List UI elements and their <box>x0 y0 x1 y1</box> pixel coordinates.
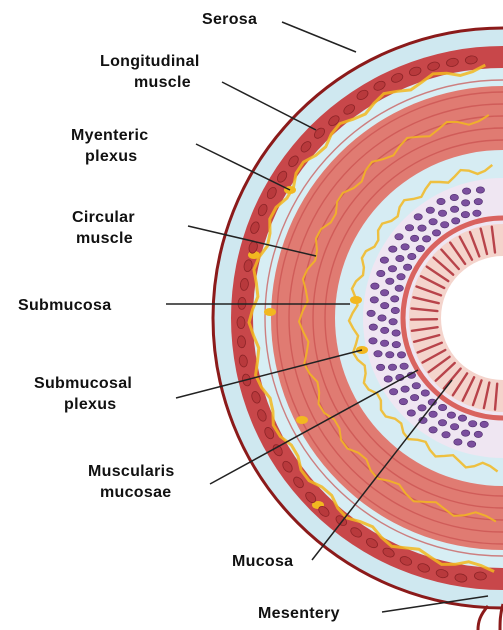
gland <box>426 207 434 213</box>
gland <box>400 363 408 369</box>
gland <box>386 278 394 284</box>
gland <box>378 315 386 321</box>
label-submucosal-1: Submucosal <box>34 375 132 392</box>
gland <box>376 364 384 370</box>
gland <box>391 296 399 302</box>
gland <box>397 274 405 280</box>
gland <box>418 225 426 231</box>
gland <box>389 389 397 395</box>
gland <box>461 430 469 436</box>
gland <box>395 234 403 240</box>
gland <box>452 218 460 224</box>
gland <box>386 352 394 358</box>
gland <box>389 246 397 252</box>
gland <box>421 390 429 396</box>
gland <box>396 255 404 261</box>
gland <box>410 394 418 400</box>
gland <box>410 235 418 241</box>
gland <box>391 307 399 313</box>
gland <box>381 327 389 333</box>
gland <box>442 432 450 438</box>
label-submucosa: Submucosa <box>18 297 111 314</box>
gland <box>429 219 437 225</box>
gland <box>462 188 470 194</box>
gland <box>467 441 475 447</box>
gland <box>450 206 458 212</box>
gland <box>374 351 382 357</box>
plexus-node <box>350 296 362 304</box>
gland <box>461 200 469 206</box>
label-muscularis-1: Muscularis <box>88 463 175 480</box>
label-circular-1: Circular <box>72 209 135 226</box>
gland <box>405 225 413 231</box>
plexus-node <box>264 308 276 316</box>
gland <box>370 297 378 303</box>
gland <box>438 404 446 410</box>
gland <box>407 410 415 416</box>
label-longitudinal-1: Longitudinal <box>100 53 200 70</box>
gland <box>458 415 466 421</box>
gland <box>403 264 411 270</box>
gland <box>388 266 396 272</box>
gland <box>447 412 455 418</box>
gland <box>429 411 437 417</box>
label-submucosal-2: plexus <box>64 396 117 413</box>
gland <box>474 198 482 204</box>
gland <box>371 283 379 289</box>
gland <box>395 285 403 291</box>
muscle-cell <box>237 317 245 329</box>
label-circular-2: muscle <box>76 230 133 247</box>
gland <box>408 253 416 259</box>
gland <box>380 340 388 346</box>
gland <box>399 398 407 404</box>
gland <box>441 222 449 228</box>
gland <box>450 194 458 200</box>
gland <box>380 257 388 263</box>
gland <box>429 427 437 433</box>
gland <box>414 214 422 220</box>
leader-longitudinal <box>222 82 316 130</box>
gland <box>412 383 420 389</box>
wall-cross-section <box>213 28 503 608</box>
gland <box>469 421 477 427</box>
gland <box>401 386 409 392</box>
label-muscularis-2: mucosae <box>100 484 171 501</box>
gland <box>461 211 469 217</box>
gland <box>397 352 405 358</box>
gland <box>474 431 482 437</box>
gland <box>416 245 424 251</box>
gland <box>369 324 377 330</box>
gland <box>401 244 409 250</box>
plexus-node <box>296 416 308 424</box>
gland <box>392 330 400 336</box>
gland <box>438 210 446 216</box>
gland <box>384 376 392 382</box>
gland <box>476 187 484 193</box>
label-myenteric-2: plexus <box>85 148 138 165</box>
gland <box>380 290 388 296</box>
gland <box>432 230 440 236</box>
gland <box>422 236 430 242</box>
gland <box>480 421 488 427</box>
gland <box>388 364 396 370</box>
label-mesentery: Mesentery <box>258 605 340 622</box>
leader-serosa <box>282 22 356 52</box>
label-longitudinal-2: muscle <box>134 74 191 91</box>
label-mucosa: Mucosa <box>232 553 293 570</box>
label-serosa: Serosa <box>202 11 257 28</box>
gland <box>381 302 389 308</box>
gland <box>473 210 481 216</box>
gland <box>450 424 458 430</box>
gland <box>367 310 375 316</box>
gland <box>454 439 462 445</box>
gland <box>438 420 446 426</box>
gland <box>369 338 377 344</box>
gland <box>389 319 397 325</box>
gland <box>437 198 445 204</box>
label-myenteric-1: Myenteric <box>71 127 148 144</box>
gland <box>392 341 400 347</box>
gland <box>418 405 426 411</box>
gland <box>377 270 385 276</box>
